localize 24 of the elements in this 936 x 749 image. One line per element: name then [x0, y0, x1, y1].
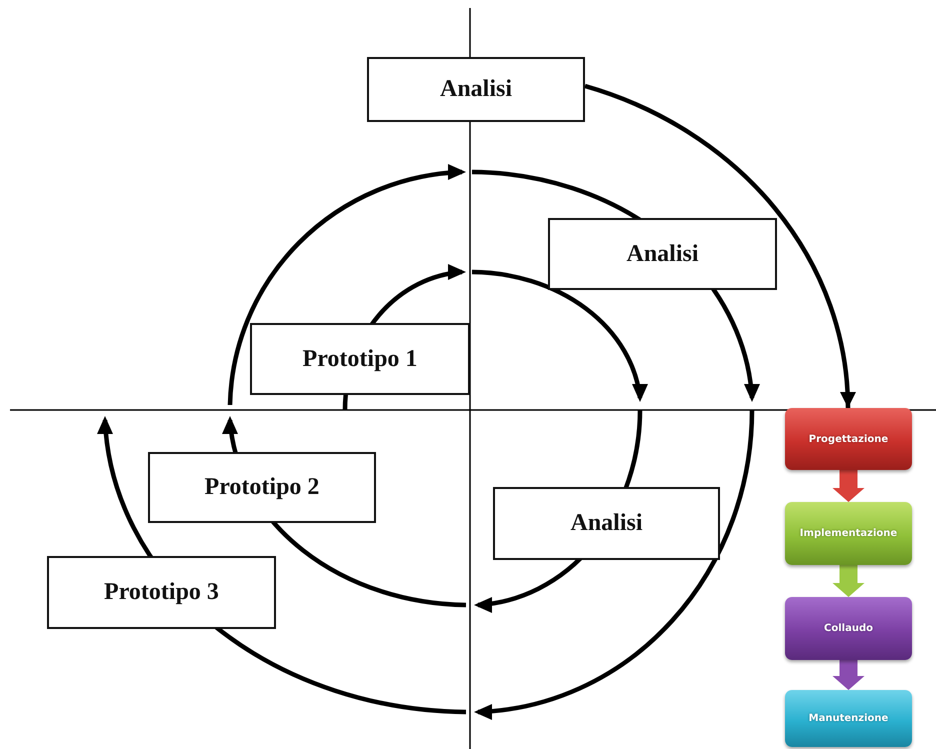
label-box [548, 218, 777, 290]
label-box [493, 487, 720, 560]
arrow [584, 84, 855, 408]
block-arrow [832, 470, 864, 502]
process-box [785, 690, 912, 747]
process-box [785, 408, 912, 470]
box-label: Prototipo 2 [204, 474, 320, 501]
box-label: Prototipo 1 [302, 346, 418, 372]
block-arrow [832, 565, 864, 597]
process-box [785, 597, 912, 660]
label-box [148, 452, 376, 523]
box-label: Prototipo 3 [104, 579, 219, 606]
box-label: Analisi [626, 240, 699, 268]
process-box [785, 502, 912, 565]
box-label: Analisi [570, 510, 643, 537]
box-label: Collaudo [824, 623, 873, 634]
label-box [250, 323, 470, 395]
box-label: Progettazione [808, 434, 888, 444]
box-label: Manutenzione [808, 713, 888, 724]
label-box [47, 556, 276, 629]
box-label: Analisi [440, 76, 512, 103]
block-arrow [832, 660, 864, 690]
label-box [367, 57, 585, 122]
box-label: Implementazione [800, 528, 898, 539]
